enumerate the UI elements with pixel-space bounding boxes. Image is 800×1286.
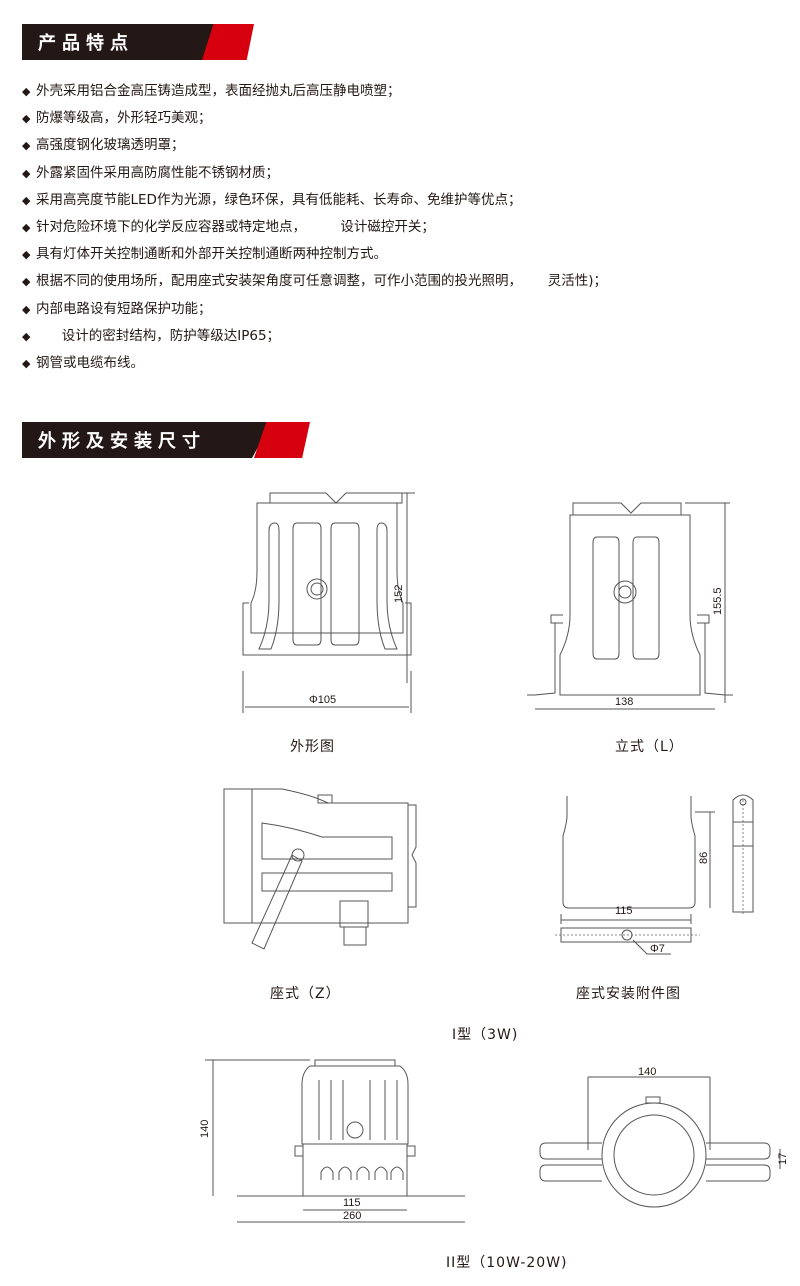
diamond-bullet-icon: ◆ (22, 302, 31, 316)
body-width-label: 115 (343, 1197, 361, 1209)
diamond-bullet-icon: ◆ (22, 275, 31, 289)
feature-item: ◆钢管或电缆布线。 (22, 350, 607, 377)
caption-outline: 外形图 (290, 739, 335, 755)
feature-item: ◆采用高亮度节能LED作为光源，绿色环保，具有低能耗、长寿命、免维护等优点； (22, 187, 607, 214)
feature-item: ◆根据不同的使用场所，配用座式安装架角度可任意调整，可作小范围的投光照明， 灵活… (22, 268, 607, 295)
feature-item: ◆针对危险环境下的化学反应容器或特定地点， 设计磁控开关； (22, 214, 607, 241)
feature-item: ◆高强度钢化玻璃透明罩； (22, 132, 607, 159)
seat-bracket-drawing: 115 Φ7 86 (555, 794, 754, 955)
slot-label: 17 (777, 1153, 789, 1165)
caption-seat-bracket: 座式安装附件图 (576, 986, 681, 1002)
height-label: 155.5 (712, 587, 724, 615)
diamond-bullet-icon: ◆ (22, 112, 31, 126)
diameter-label: Φ105 (309, 694, 336, 706)
hole-label: Φ7 (650, 943, 665, 955)
feature-item: ◆防爆等级高，外形轻巧美观； (22, 105, 607, 132)
type2-front-drawing: 115 260 140 (199, 1059, 465, 1223)
height-label: 140 (199, 1120, 211, 1138)
section-title: 产品特点 (38, 33, 134, 54)
type2-top-drawing: 140 17 (539, 1066, 789, 1208)
stand-drawing: 138 155.5 (527, 502, 733, 710)
diamond-bullet-icon: ◆ (22, 85, 31, 98)
type1-label: I型（3W) (452, 1027, 519, 1043)
feature-list: ◆外壳采用铝合金高压铸造成型，表面经抛丸后高压静电喷塑； ◆防爆等级高，外形轻巧… (22, 78, 607, 377)
base-width-label: 260 (343, 1210, 361, 1222)
feature-item: ◆外壳采用铝合金高压铸造成型，表面经抛丸后高压静电喷塑； (22, 78, 607, 105)
header-bar (22, 24, 220, 60)
width-label: 138 (615, 696, 633, 708)
diamond-bullet-icon: ◆ (22, 357, 31, 371)
caption-stand: 立式（L） (615, 739, 684, 755)
section-header-features: 产品特点 (22, 24, 292, 60)
feature-item: ◆具有灯体开关控制通断和外部开关控制通断两种控制方式。 (22, 241, 607, 268)
diamond-bullet-icon: ◆ (22, 193, 31, 207)
width-label: 115 (615, 905, 633, 917)
diamond-bullet-icon: ◆ (22, 329, 31, 343)
height-label: 152 (393, 585, 405, 603)
type2-label: II型（10W-20W) (446, 1255, 568, 1271)
header-bar (22, 422, 272, 458)
feature-item: ◆ 设计的密封结构，防护等级达IP65； (22, 323, 607, 350)
diamond-bullet-icon: ◆ (22, 221, 31, 235)
caption-seat: 座式（Z） (270, 986, 341, 1002)
outline-drawing: Φ105 152 (242, 492, 415, 713)
feature-item: ◆外露紧固件采用高防腐性能不锈钢材质； (22, 160, 607, 187)
section-title: 外形及安装尺寸 (38, 431, 206, 452)
seat-drawing (223, 788, 417, 950)
diamond-bullet-icon: ◆ (22, 248, 31, 262)
section-header-dimensions: 外形及安装尺寸 (22, 422, 312, 458)
width-label: 140 (638, 1066, 656, 1078)
diamond-bullet-icon: ◆ (22, 139, 31, 153)
feature-item: ◆内部电路设有短路保护功能； (22, 296, 607, 323)
height-label: 86 (698, 852, 710, 864)
diamond-bullet-icon: ◆ (22, 166, 31, 180)
